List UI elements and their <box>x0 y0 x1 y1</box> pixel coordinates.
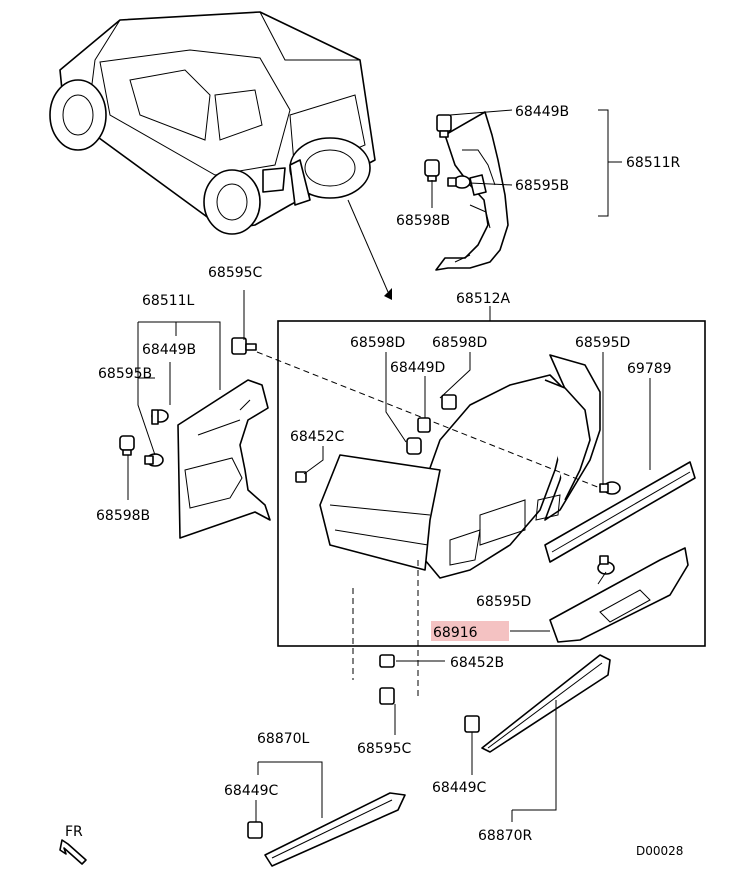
garnish-68916[interactable] <box>549 547 689 643</box>
garnish-69789[interactable] <box>544 461 696 563</box>
clip-icon <box>424 159 440 182</box>
bracket-68511L[interactable] <box>177 379 271 539</box>
leader-lines <box>127 109 651 822</box>
label-68595D-bot[interactable]: 68595D <box>476 594 531 610</box>
label-68916[interactable]: 68916 <box>433 625 478 641</box>
bracket-68511R[interactable] <box>435 111 509 271</box>
label-68449C-left[interactable]: 68449C <box>224 783 279 799</box>
label-68452B[interactable]: 68452B <box>450 655 504 671</box>
label-68598B-top[interactable]: 68598B <box>396 213 450 229</box>
clip-icon <box>151 409 169 425</box>
label-68870R[interactable]: 68870R <box>478 828 533 844</box>
label-68449C-right[interactable]: 68449C <box>432 780 487 796</box>
clip-icon <box>464 715 480 733</box>
molding-68870R[interactable] <box>481 654 611 753</box>
label-68870L[interactable]: 68870L <box>257 731 310 747</box>
clip-icon <box>379 687 395 705</box>
label-68452C[interactable]: 68452C <box>290 429 345 445</box>
vehicle-illustration <box>49 11 376 235</box>
label-68512A[interactable]: 68512A <box>456 291 511 307</box>
label-68595C-top[interactable]: 68595C <box>208 265 263 281</box>
label-68449D[interactable]: 68449D <box>390 360 445 376</box>
assembly-frame <box>277 320 706 647</box>
clip-icon <box>119 435 135 456</box>
label-68595B-left[interactable]: 68595B <box>98 366 152 382</box>
detail-arrow <box>347 199 392 300</box>
label-68598D-2[interactable]: 68598D <box>432 335 487 351</box>
label-68598B-left[interactable]: 68598B <box>96 508 150 524</box>
label-68595B-top[interactable]: 68595B <box>515 178 569 194</box>
label-68449B-left[interactable]: 68449B <box>142 342 196 358</box>
clip-icon <box>144 453 164 467</box>
screw-icon <box>379 654 395 668</box>
clip-icon <box>436 114 452 138</box>
clip-icon <box>597 555 615 575</box>
diagram-code: D00028 <box>636 844 683 858</box>
molding-68870L[interactable] <box>264 792 406 867</box>
label-68595D-top[interactable]: 68595D <box>575 335 630 351</box>
screw-icon <box>295 471 307 483</box>
part-labels: 68449B 68511R 68595B 68598B 68595C 68511… <box>65 104 683 858</box>
clip-icon <box>406 437 422 455</box>
clip-icon <box>599 481 621 495</box>
label-68511R[interactable]: 68511R <box>626 155 681 171</box>
clip-icon <box>231 337 257 355</box>
label-68449B-top[interactable]: 68449B <box>515 104 569 120</box>
direction-label: FR <box>65 824 83 840</box>
clip-icon <box>447 175 471 189</box>
direction-arrow-icon <box>59 839 87 865</box>
highlight-68916 <box>431 621 509 641</box>
label-69789[interactable]: 69789 <box>627 361 672 377</box>
spare-tire-cover-68512A[interactable] <box>319 354 601 579</box>
clip-icon <box>441 394 457 410</box>
label-68511L[interactable]: 68511L <box>142 293 195 309</box>
label-68595C-bot[interactable]: 68595C <box>357 741 412 757</box>
clip-icon <box>247 821 263 839</box>
label-68598D-1[interactable]: 68598D <box>350 335 405 351</box>
clip-icon <box>417 417 431 433</box>
